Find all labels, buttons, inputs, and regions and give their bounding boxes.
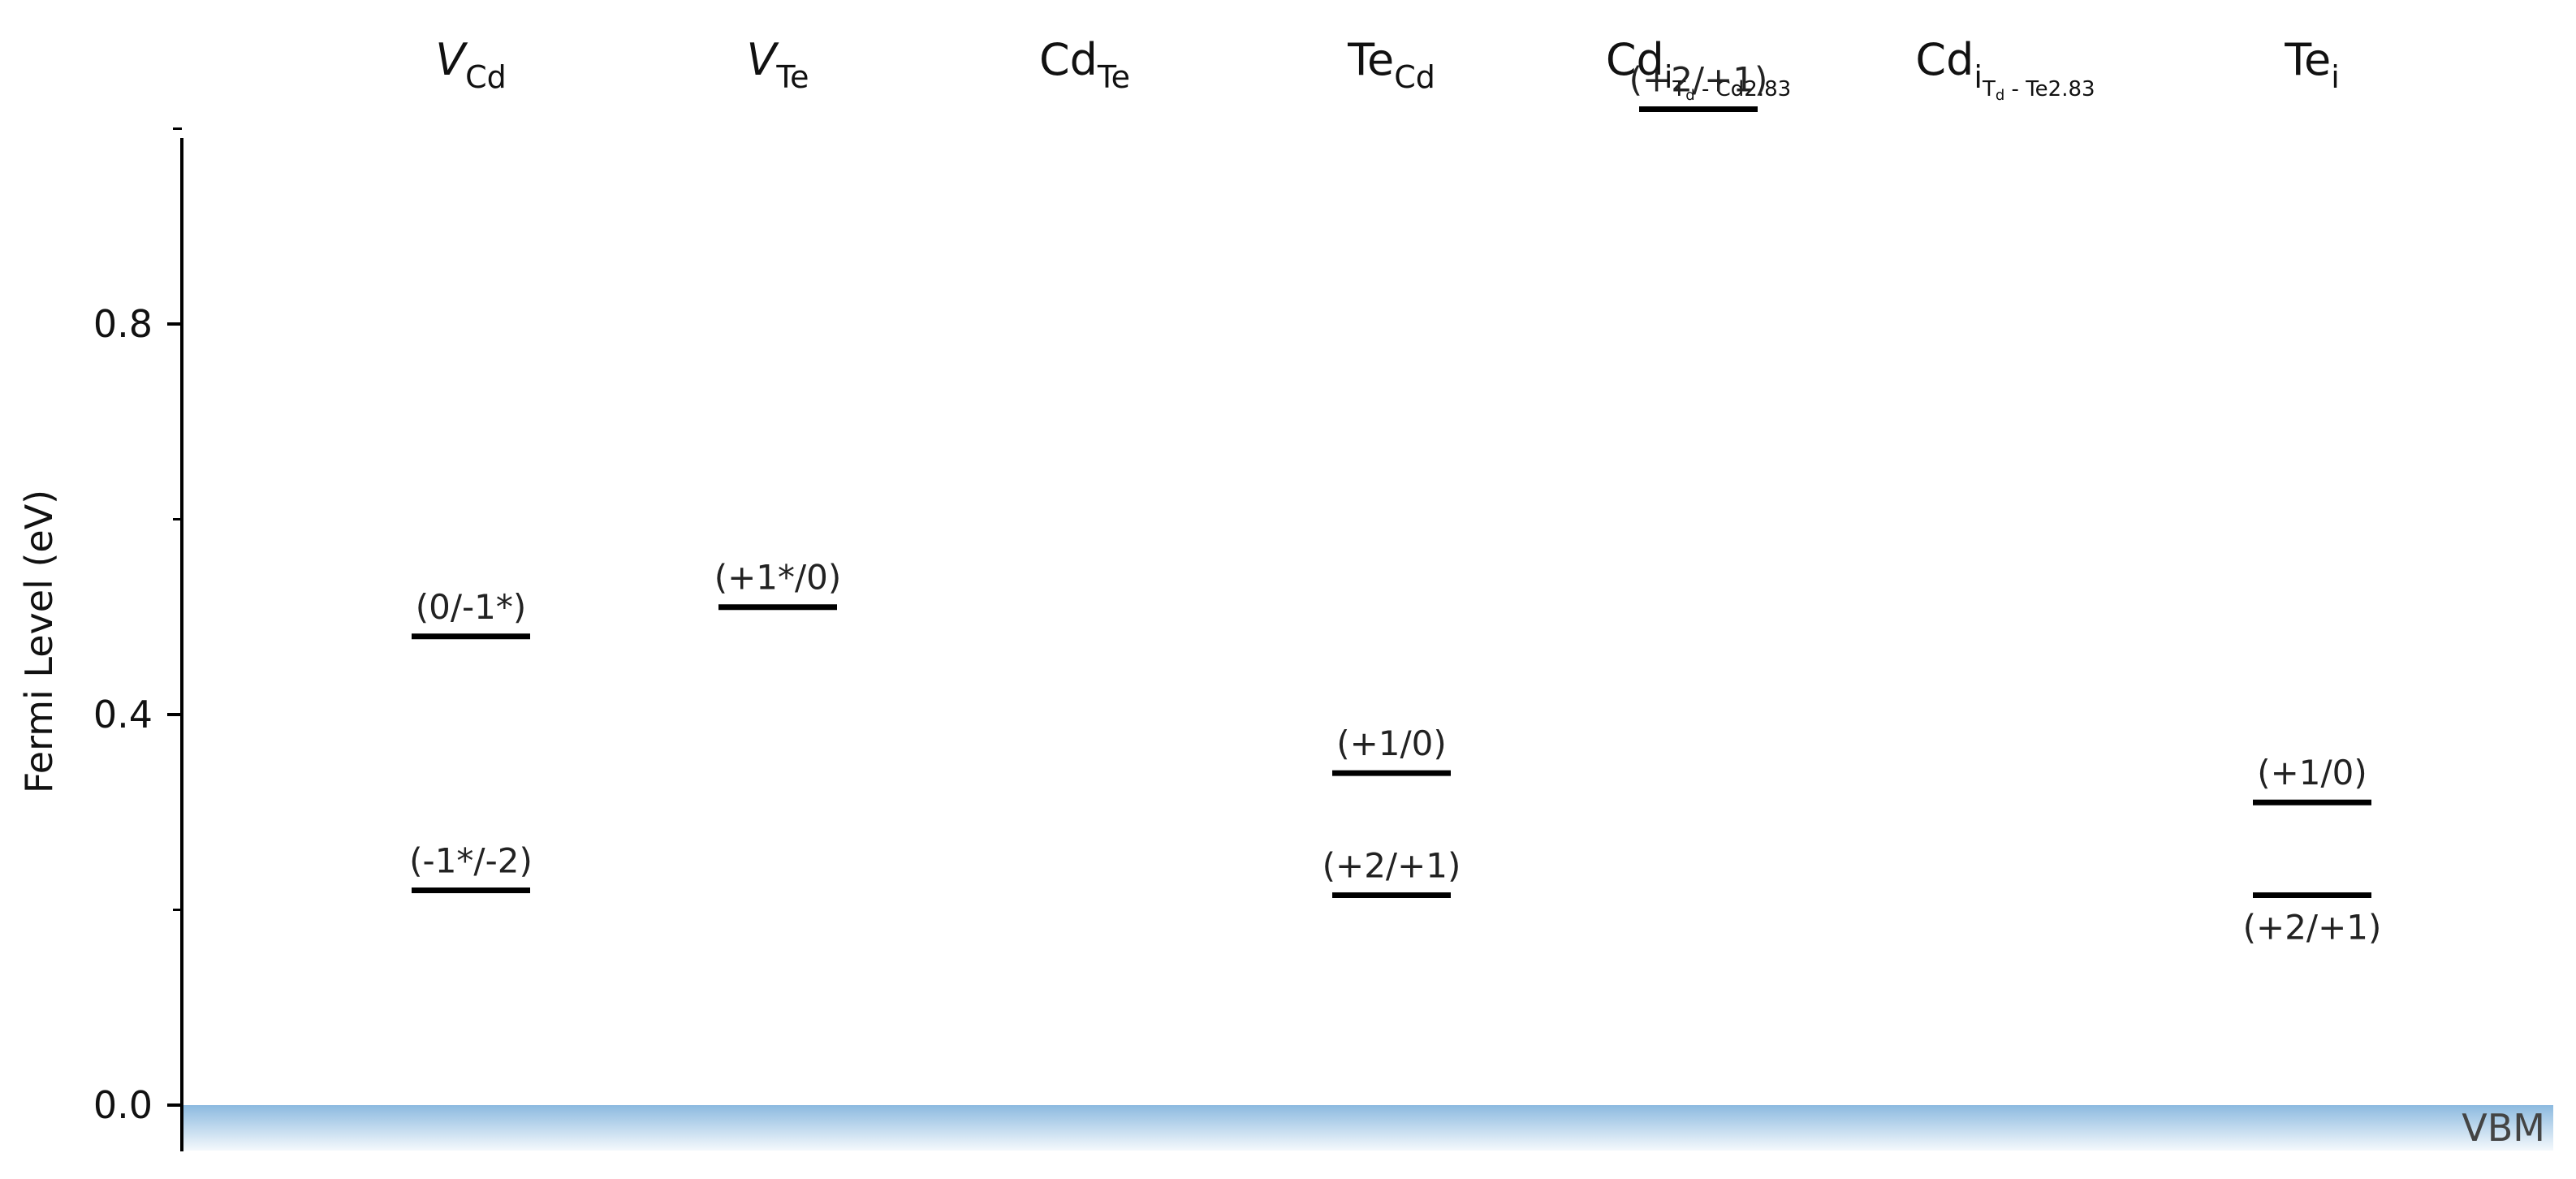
- defect-columns: VCd VTe CdTe TeCd CdiTd - Cd2.83 CdiTd - Te2.…: [435, 34, 2340, 104]
- transition-levels: (0/-1*)(-1*/-2)(-1*/-2)(+1*/0)(+1/0)(+2/…: [409, 59, 2382, 947]
- vbm-band: [182, 1105, 2553, 1151]
- transition-level-label: (0/-1*): [416, 587, 527, 627]
- defect-column-header: VTe: [746, 34, 809, 95]
- transition-level-label: (+1*/0): [714, 558, 842, 598]
- y-tick-label: 0.0: [93, 1083, 153, 1127]
- transition-level-label: (+2/+1): [1323, 845, 1461, 885]
- transition-level-label: (+2/+1): [1629, 59, 1768, 99]
- y-tick-label: 0.8: [93, 302, 153, 346]
- defect-column-header: CdiTd - Te2.83: [1915, 34, 2095, 104]
- bands-layer: CBMVBM: [182, 1105, 2553, 1151]
- y-axis-title: Fermi Level (eV): [17, 490, 61, 793]
- y-axis: 0.00.40.81.2: [93, 127, 183, 1151]
- defect-column-header: VCd: [435, 34, 507, 95]
- defect-column-header: Tei: [2284, 34, 2340, 95]
- defect-column-header: TeCd: [1347, 34, 1435, 95]
- transition-level-label: (+2/+1): [2243, 907, 2382, 947]
- vbm-label: VBM: [2462, 1106, 2545, 1150]
- transition-level-label: (-1*/-2): [409, 840, 533, 880]
- transition-level-label: (+1/0): [2257, 753, 2367, 792]
- transition-level-label: (+1/0): [1336, 723, 1447, 763]
- defect-column-header: CdTe: [1039, 34, 1130, 95]
- defect-column-header: CdiTd - Cd2.83: [1606, 34, 1791, 104]
- y-tick-label: 0.4: [93, 693, 153, 736]
